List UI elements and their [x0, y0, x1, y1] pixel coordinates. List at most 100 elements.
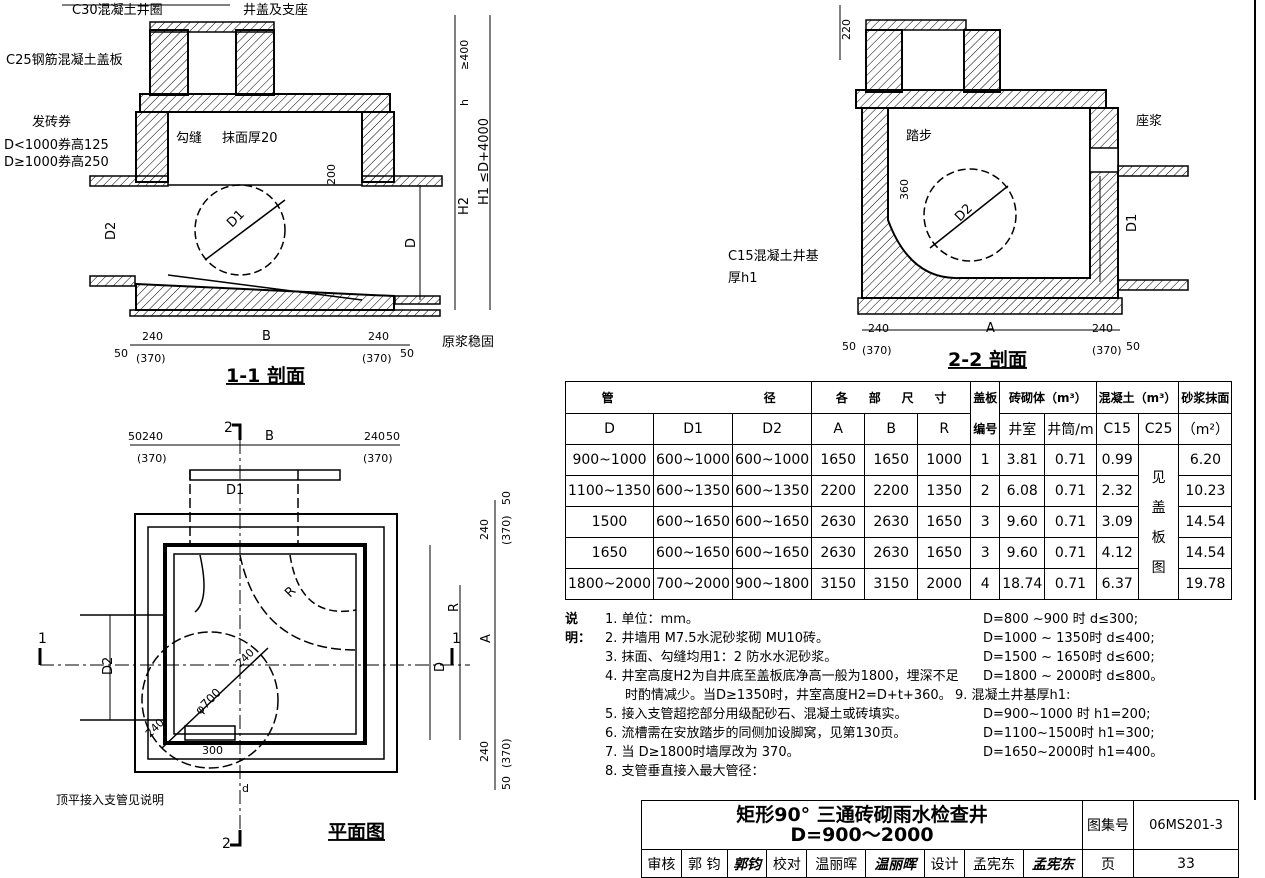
label-370: (370): [363, 452, 393, 465]
table-cell: 1000: [917, 444, 972, 476]
label-h: h: [458, 99, 471, 106]
note-item: 时酌情减少。当D≥1350时，井室高度H2=D+t+360。: [625, 688, 952, 703]
label-400: ≥400: [458, 40, 471, 70]
table-cell: 600~1350: [732, 475, 813, 507]
table-cell: 600~1350: [652, 475, 734, 507]
label-240: 240: [233, 646, 257, 670]
table-cell: 0.71: [1044, 475, 1097, 507]
th-c15: C15: [1095, 413, 1139, 445]
cut-mark-1: 1: [452, 631, 461, 647]
header-pipe-diameter: 管径: [564, 381, 813, 414]
c25-note: 见盖板图: [1137, 444, 1180, 600]
table-cell: 1650: [917, 537, 972, 569]
plan-view: [38, 423, 496, 847]
label-370: (370): [1092, 344, 1122, 357]
label-a: A: [986, 321, 995, 336]
section-1-1-labels: C30混凝土井圈 井盖及支座 C25钢筋混凝土盖板 发砖券 D<1000券高12…: [4, 2, 494, 387]
table-cell: 1500: [565, 506, 654, 538]
table-cell: 1650: [811, 444, 866, 476]
note-item: 6. 流槽需在安放踏步的同侧加设脚窝，见第130页。: [605, 726, 907, 741]
label-50: 50: [128, 430, 142, 443]
table-cell: 1800~2000: [565, 568, 654, 600]
label-370: (370): [137, 452, 167, 465]
note-item: D=1800 ~ 2000时 d≤800。: [983, 669, 1164, 684]
table-cell: 3.09: [1095, 506, 1139, 538]
label-d: D: [433, 662, 448, 672]
table-cell: 4.12: [1095, 537, 1139, 569]
section-1-1: [62, 4, 491, 346]
table-cell: 600~1650: [652, 537, 734, 569]
label-joint: 勾缝: [176, 131, 202, 146]
header-concrete: 混凝土（m³）: [1095, 381, 1180, 414]
section-2-2-title: 2-2 剖面: [948, 348, 1027, 371]
label-base-h: 厚h1: [728, 271, 758, 286]
table-cell: 700~2000: [652, 568, 734, 600]
label-370: (370): [500, 515, 513, 545]
table-cell: 1650: [864, 444, 919, 476]
cut-mark-2: 2: [224, 420, 233, 436]
table-cell: 3: [970, 506, 1001, 538]
table-cell: 9.60: [999, 537, 1046, 569]
label-d2: D2: [104, 222, 119, 240]
label-phi700: φ700: [192, 685, 224, 717]
label-200: 200: [325, 164, 338, 185]
checker: 温丽晖: [806, 849, 867, 878]
table-cell: 3150: [811, 568, 866, 600]
reviewer-signature: 郭钧: [726, 849, 768, 878]
table-cell: 900~1800: [732, 568, 813, 600]
note-item: 8. 支管垂直接入最大管径：: [605, 764, 765, 779]
label-d1: D1: [224, 207, 248, 231]
table-cell: 3150: [864, 568, 919, 600]
label-50: 50: [1126, 340, 1140, 353]
label-220: 220: [840, 19, 853, 40]
note-item: D=900~1000 时 h1=200;: [983, 707, 1151, 722]
table-cell: 3: [970, 537, 1001, 569]
label-base: C15混凝土井基: [728, 248, 819, 264]
section-2-2: [839, 5, 1189, 331]
plan-view-labels: 50 240 B 240 50 (370) (370) D1 R D2 D R …: [38, 420, 513, 852]
table-cell: 18.74: [999, 568, 1046, 600]
label-r: R: [447, 603, 462, 612]
label-370: (370): [500, 738, 513, 768]
label-r: R: [282, 584, 299, 601]
table-sub-header-row: D D1 D2 A B R 井室 井筒/m C15 C25 （m²）: [565, 413, 1233, 445]
label-370: (370): [362, 352, 392, 365]
label-branch-note: 顶平接入支管见说明: [56, 792, 164, 807]
label-d1: D1: [226, 483, 244, 498]
note-item: 7. 当 D≥1800时墙厚改为 370。: [605, 745, 800, 760]
table-group-header-row: 管径 各 部 尺 寸 盖板编号 砖砌体（m³） 混凝土（m³） 砂浆抹面: [564, 381, 1233, 445]
spec-table: 管径 各 部 尺 寸 盖板编号 砖砌体（m³） 混凝土（m³） 砂浆抹面 D D…: [564, 381, 1233, 600]
table-cell: 2.32: [1095, 475, 1139, 507]
review-label: 审核: [641, 849, 682, 878]
table-cell: 2630: [864, 506, 919, 538]
note-item: 5. 接入支管超挖部分用级配砂石、混凝土或砖填实。: [605, 707, 908, 722]
label-arch: 发砖券: [32, 114, 71, 130]
table-cell: 3.81: [999, 444, 1046, 476]
table-cell: 6.20: [1178, 444, 1233, 476]
table-cell: 2200: [864, 475, 919, 507]
label-50: 50: [114, 347, 128, 360]
designer: 孟宪东: [963, 849, 1024, 878]
table-cell: 900~1000: [565, 444, 654, 476]
label-50: 50: [400, 347, 414, 360]
label-240: 240: [868, 322, 889, 335]
table-cell: 2630: [864, 537, 919, 569]
cut-mark-2: 2: [222, 836, 231, 852]
label-240: 240: [368, 330, 389, 343]
note-item: D=800 ~900 时 d≤300;: [983, 612, 1139, 627]
page-label: 页: [1082, 849, 1134, 878]
table-cell: 2000: [917, 568, 972, 600]
table-cell: 2630: [811, 506, 866, 538]
label-240: 240: [478, 741, 491, 762]
table-cell: 600~1000: [652, 444, 734, 476]
label-d: D: [404, 238, 419, 248]
note-item: 2. 井墙用 M7.5水泥砂浆砌 MU10砖。: [605, 631, 829, 646]
th-a: A: [811, 413, 866, 445]
label-50: 50: [500, 776, 513, 790]
